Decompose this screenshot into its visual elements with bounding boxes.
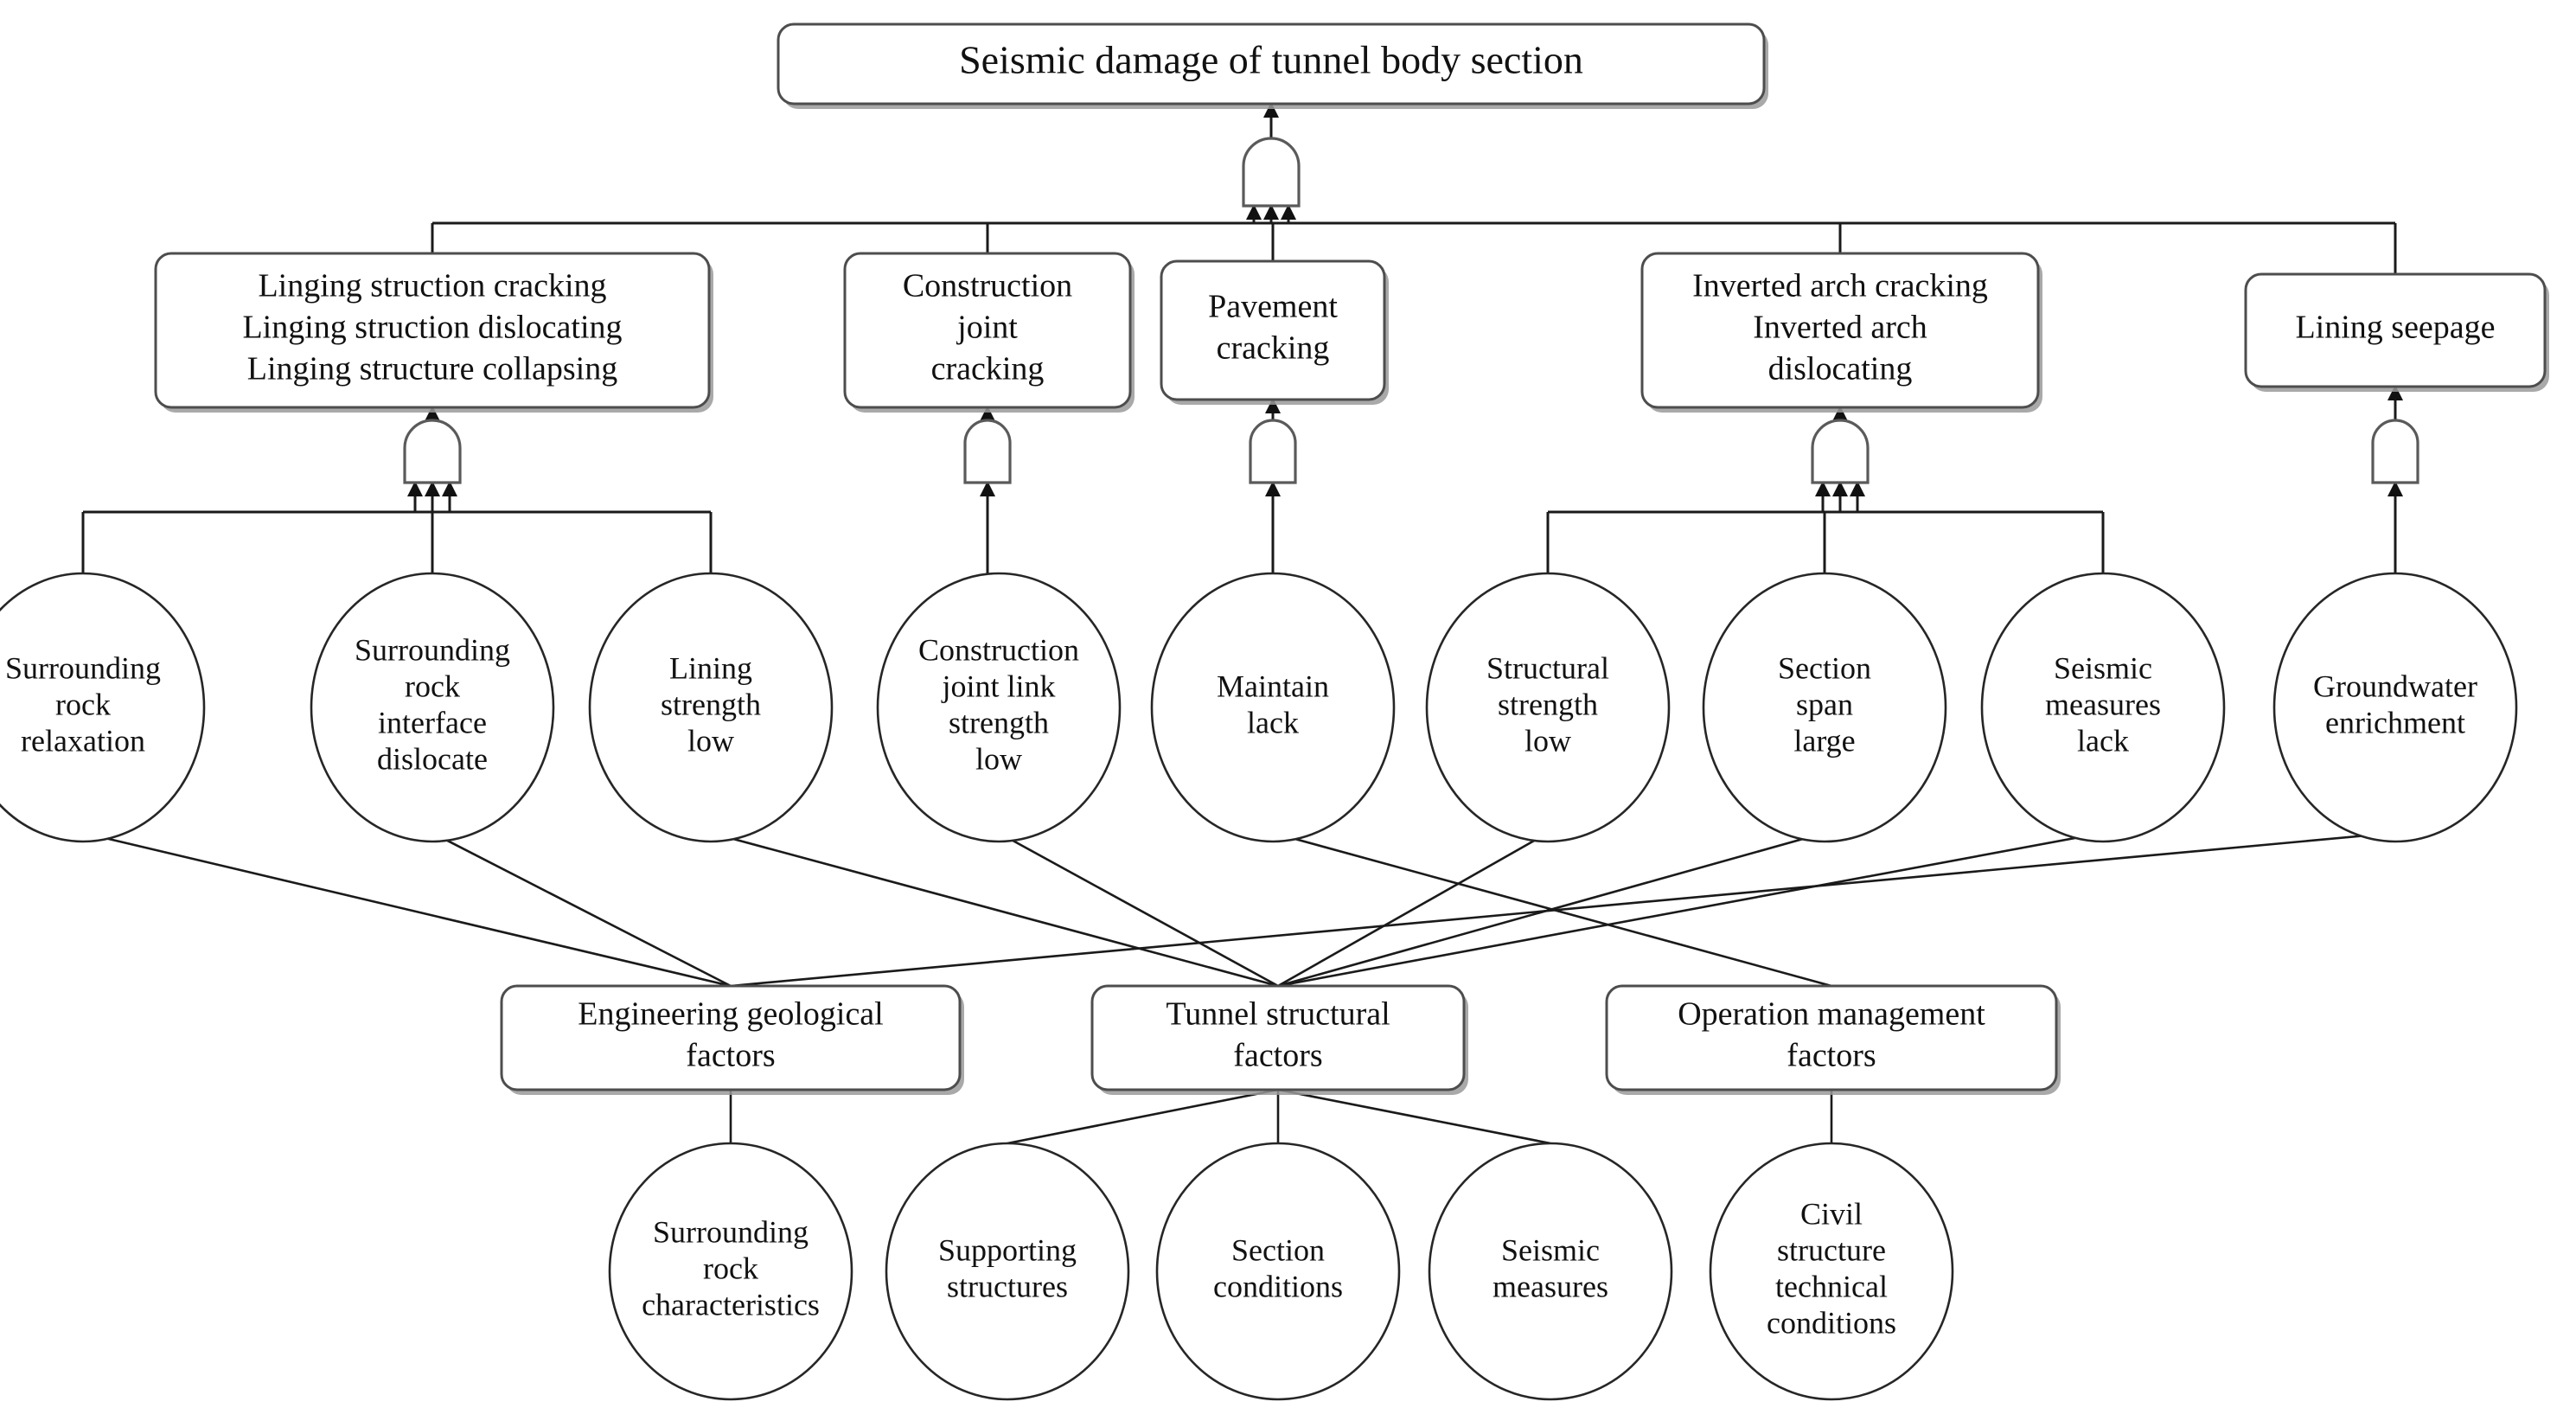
svg-text:rock: rock [55,687,111,721]
svg-text:joint link: joint link [940,669,1055,703]
svg-text:strength: strength [1498,687,1598,721]
svg-text:Maintain: Maintain [1217,669,1329,703]
svg-text:span: span [1796,687,1853,721]
svg-text:Linging structure collapsing: Linging structure collapsing [247,351,617,387]
top-event-box[interactable]: Seismic damage of tunnel body section [777,22,1768,109]
svg-text:lack: lack [1247,705,1299,739]
svg-text:low: low [687,723,734,758]
svg-text:measures: measures [1493,1269,1608,1303]
svg-text:Construction: Construction [903,268,1072,304]
svg-text:conditions: conditions [1767,1305,1896,1340]
svg-text:factors: factors [1787,1038,1876,1074]
svg-text:Supporting: Supporting [938,1232,1077,1267]
svg-text:structure: structure [1777,1232,1886,1267]
svg-text:joint: joint [956,310,1018,346]
svg-text:factors: factors [686,1038,775,1074]
gate-inverted-arch[interactable] [1811,419,1870,484]
edges-layer [81,102,2403,1145]
gate-pavement-cracking[interactable] [1249,419,1297,484]
svg-text:Inverted arch: Inverted arch [1753,310,1927,346]
svg-text:Construction: Construction [918,632,1079,667]
gate-lining-structure[interactable] [403,419,462,484]
svg-text:Linging struction dislocating: Linging struction dislocating [242,310,622,346]
svg-text:characteristics: characteristics [642,1287,820,1322]
svg-text:dislocate: dislocate [377,741,488,776]
svg-text:Pavement: Pavement [1208,289,1338,325]
svg-text:Seismic: Seismic [2054,650,2152,685]
svg-text:rock: rock [703,1251,758,1285]
svg-text:Seismic damage of tunnel body: Seismic damage of tunnel body section [959,38,1583,82]
svg-text:Structural: Structural [1486,650,1609,685]
factor-category-tunnel-structural-factors[interactable]: Tunnel structural factors [1090,984,1468,1095]
svg-text:Civil: Civil [1800,1196,1863,1231]
svg-text:Surrounding: Surrounding [355,632,510,667]
svg-text:low: low [975,741,1022,776]
svg-text:cracking: cracking [1217,330,1330,367]
svg-text:Engineering geological: Engineering geological [578,996,884,1033]
intermediate-event-pavement-cracking[interactable]: Pavement cracking [1160,259,1389,405]
svg-text:Operation management: Operation management [1678,996,1985,1033]
svg-text:conditions: conditions [1213,1269,1343,1303]
svg-text:technical: technical [1775,1269,1888,1303]
svg-text:Lining: Lining [669,650,752,685]
svg-text:Seismic: Seismic [1501,1232,1600,1267]
svg-text:enrichment: enrichment [2325,705,2465,739]
svg-text:Groundwater: Groundwater [2313,669,2477,703]
svg-text:low: low [1525,723,1571,758]
factor-category-operation-management-factors[interactable]: Operation management factors [1605,984,2061,1095]
svg-text:Surrounding: Surrounding [5,650,161,685]
svg-text:strength: strength [661,687,761,721]
svg-text:relaxation: relaxation [21,723,145,758]
svg-text:Linging struction cracking: Linging struction cracking [258,268,606,304]
svg-text:strength: strength [949,705,1049,739]
svg-text:lack: lack [2077,723,2129,758]
svg-text:factors: factors [1233,1038,1322,1074]
svg-text:Surrounding: Surrounding [653,1214,809,1249]
svg-text:rock: rock [405,669,460,703]
svg-text:cracking: cracking [931,351,1045,387]
svg-text:interface: interface [378,705,487,739]
svg-text:dislocating: dislocating [1768,351,1913,387]
svg-text:Section: Section [1778,650,1871,685]
intermediate-event-lining-seepage[interactable]: Lining seepage [2244,272,2549,392]
gate-lining-seepage[interactable] [2371,419,2419,484]
intermediate-event-construction-joint-cracking[interactable]: Construction joint cracking [843,252,1135,413]
svg-text:measures: measures [2045,687,2161,721]
svg-text:large: large [1793,723,1855,758]
svg-text:Lining seepage: Lining seepage [2295,310,2495,346]
gate-construction-joint-cracking[interactable] [963,419,1012,484]
and-gate-top[interactable] [1242,137,1301,208]
svg-text:Tunnel structural: Tunnel structural [1166,996,1390,1033]
factor-category-engineering-geological-factors[interactable]: Engineering geological factors [500,984,964,1095]
svg-text:structures: structures [947,1269,1068,1303]
svg-text:Inverted arch cracking: Inverted arch cracking [1692,268,1988,304]
svg-text:Section: Section [1231,1232,1325,1267]
